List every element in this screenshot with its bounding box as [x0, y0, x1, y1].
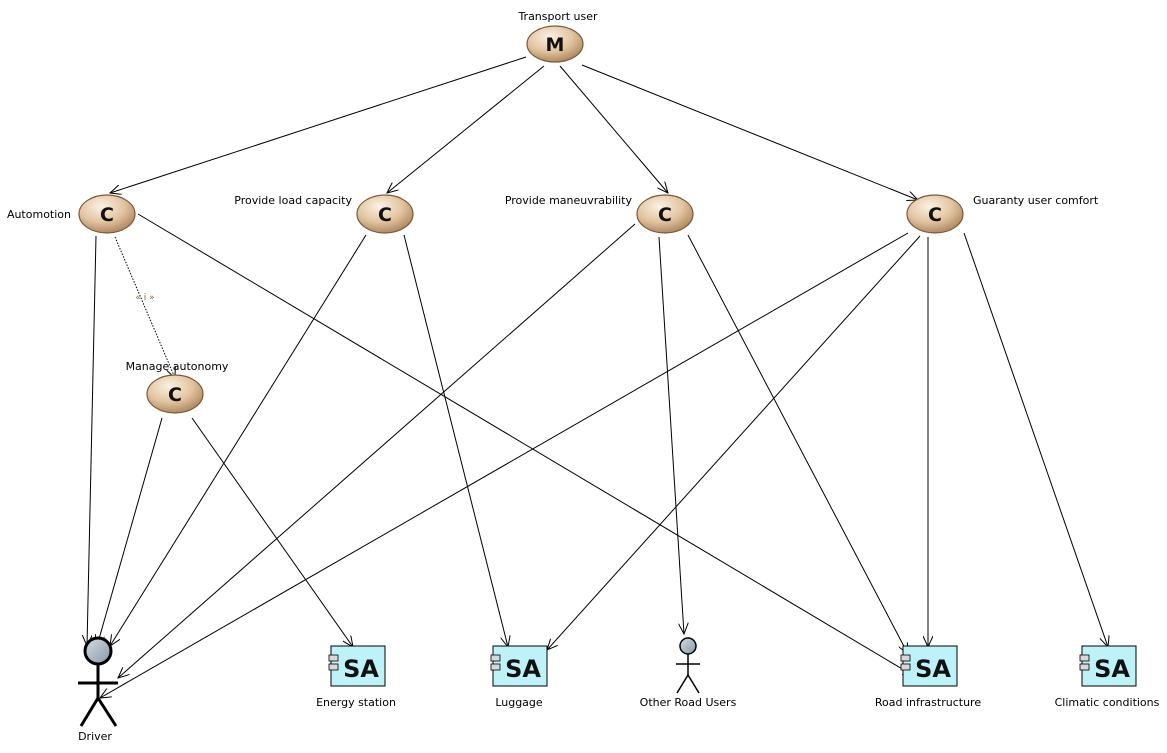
actor-driver-icon[interactable]	[78, 636, 118, 727]
system-actor-climatic-icon[interactable]: SA	[1079, 645, 1137, 687]
mission-label: Transport user	[518, 10, 598, 23]
link-autonomy-energy	[191, 417, 353, 647]
link-maneuv-road	[687, 234, 908, 654]
link-comfort-climatic	[963, 232, 1108, 647]
capability-label-autonomy: Manage autonomy	[125, 360, 229, 373]
mission-glyph: M	[546, 34, 565, 56]
capability-label-automotion: Automotion	[6, 208, 71, 221]
capability-label-comfort: Guaranty user comfort	[973, 194, 1099, 207]
capability-comfort[interactable]: C	[906, 194, 964, 234]
capability-autonomy[interactable]: C	[146, 374, 204, 414]
capability-glyph: C	[658, 204, 672, 226]
capability-label-maneuv: Provide maneuvrability	[504, 194, 632, 207]
link-automotion-road	[137, 213, 914, 676]
actor-other-road-users-icon[interactable]	[676, 637, 700, 694]
system-actor-energy-icon[interactable]: SA	[328, 645, 386, 687]
actor-label-other-road-users: Other Road Users	[639, 696, 737, 709]
link-mission-automotion	[110, 56, 527, 193]
sa-glyph: SA	[915, 655, 951, 683]
actor-label-driver: Driver	[78, 730, 112, 743]
sa-glyph: SA	[343, 655, 379, 683]
capability-label-load: Provide load capacity	[234, 194, 352, 207]
capability-glyph: C	[928, 204, 942, 226]
include-stereotype: « i »	[135, 293, 155, 303]
system-actor-road-icon[interactable]: SA	[900, 645, 958, 687]
link-comfort-luggage	[547, 235, 921, 650]
connectors	[87, 56, 1108, 698]
capability-glyph: C	[100, 204, 114, 226]
link-automotion-driver	[87, 235, 97, 646]
system-actor-label-climatic: Climatic conditions	[1054, 696, 1160, 709]
capability-maneuv[interactable]: C	[636, 194, 694, 234]
link-load-driver	[110, 234, 367, 646]
link-mission-load	[387, 65, 545, 193]
system-actor-label-road: Road infrastructure	[874, 696, 982, 709]
link-load-luggage	[403, 234, 508, 647]
link-mission-maneuv	[559, 65, 668, 193]
link-automotion-autonomy-include	[114, 236, 175, 378]
sa-glyph: SA	[505, 655, 541, 683]
link-autonomy-driver	[97, 417, 163, 646]
capability-glyph: C	[168, 384, 182, 406]
link-comfort-driver	[100, 232, 909, 698]
sa-glyph: SA	[1094, 655, 1130, 683]
mission-transport-user[interactable]: M	[526, 25, 584, 63]
link-mission-comfort	[581, 64, 918, 200]
link-maneuv-other	[658, 236, 684, 634]
capability-automotion[interactable]: C	[78, 194, 136, 234]
capability-load[interactable]: C	[356, 194, 414, 234]
system-actor-luggage-icon[interactable]: SA	[490, 645, 548, 687]
link-maneuv-driver	[118, 223, 636, 678]
capability-glyph: C	[378, 204, 392, 226]
system-actor-label-energy: Energy station	[316, 696, 396, 709]
system-actor-label-luggage: Luggage	[495, 696, 543, 709]
